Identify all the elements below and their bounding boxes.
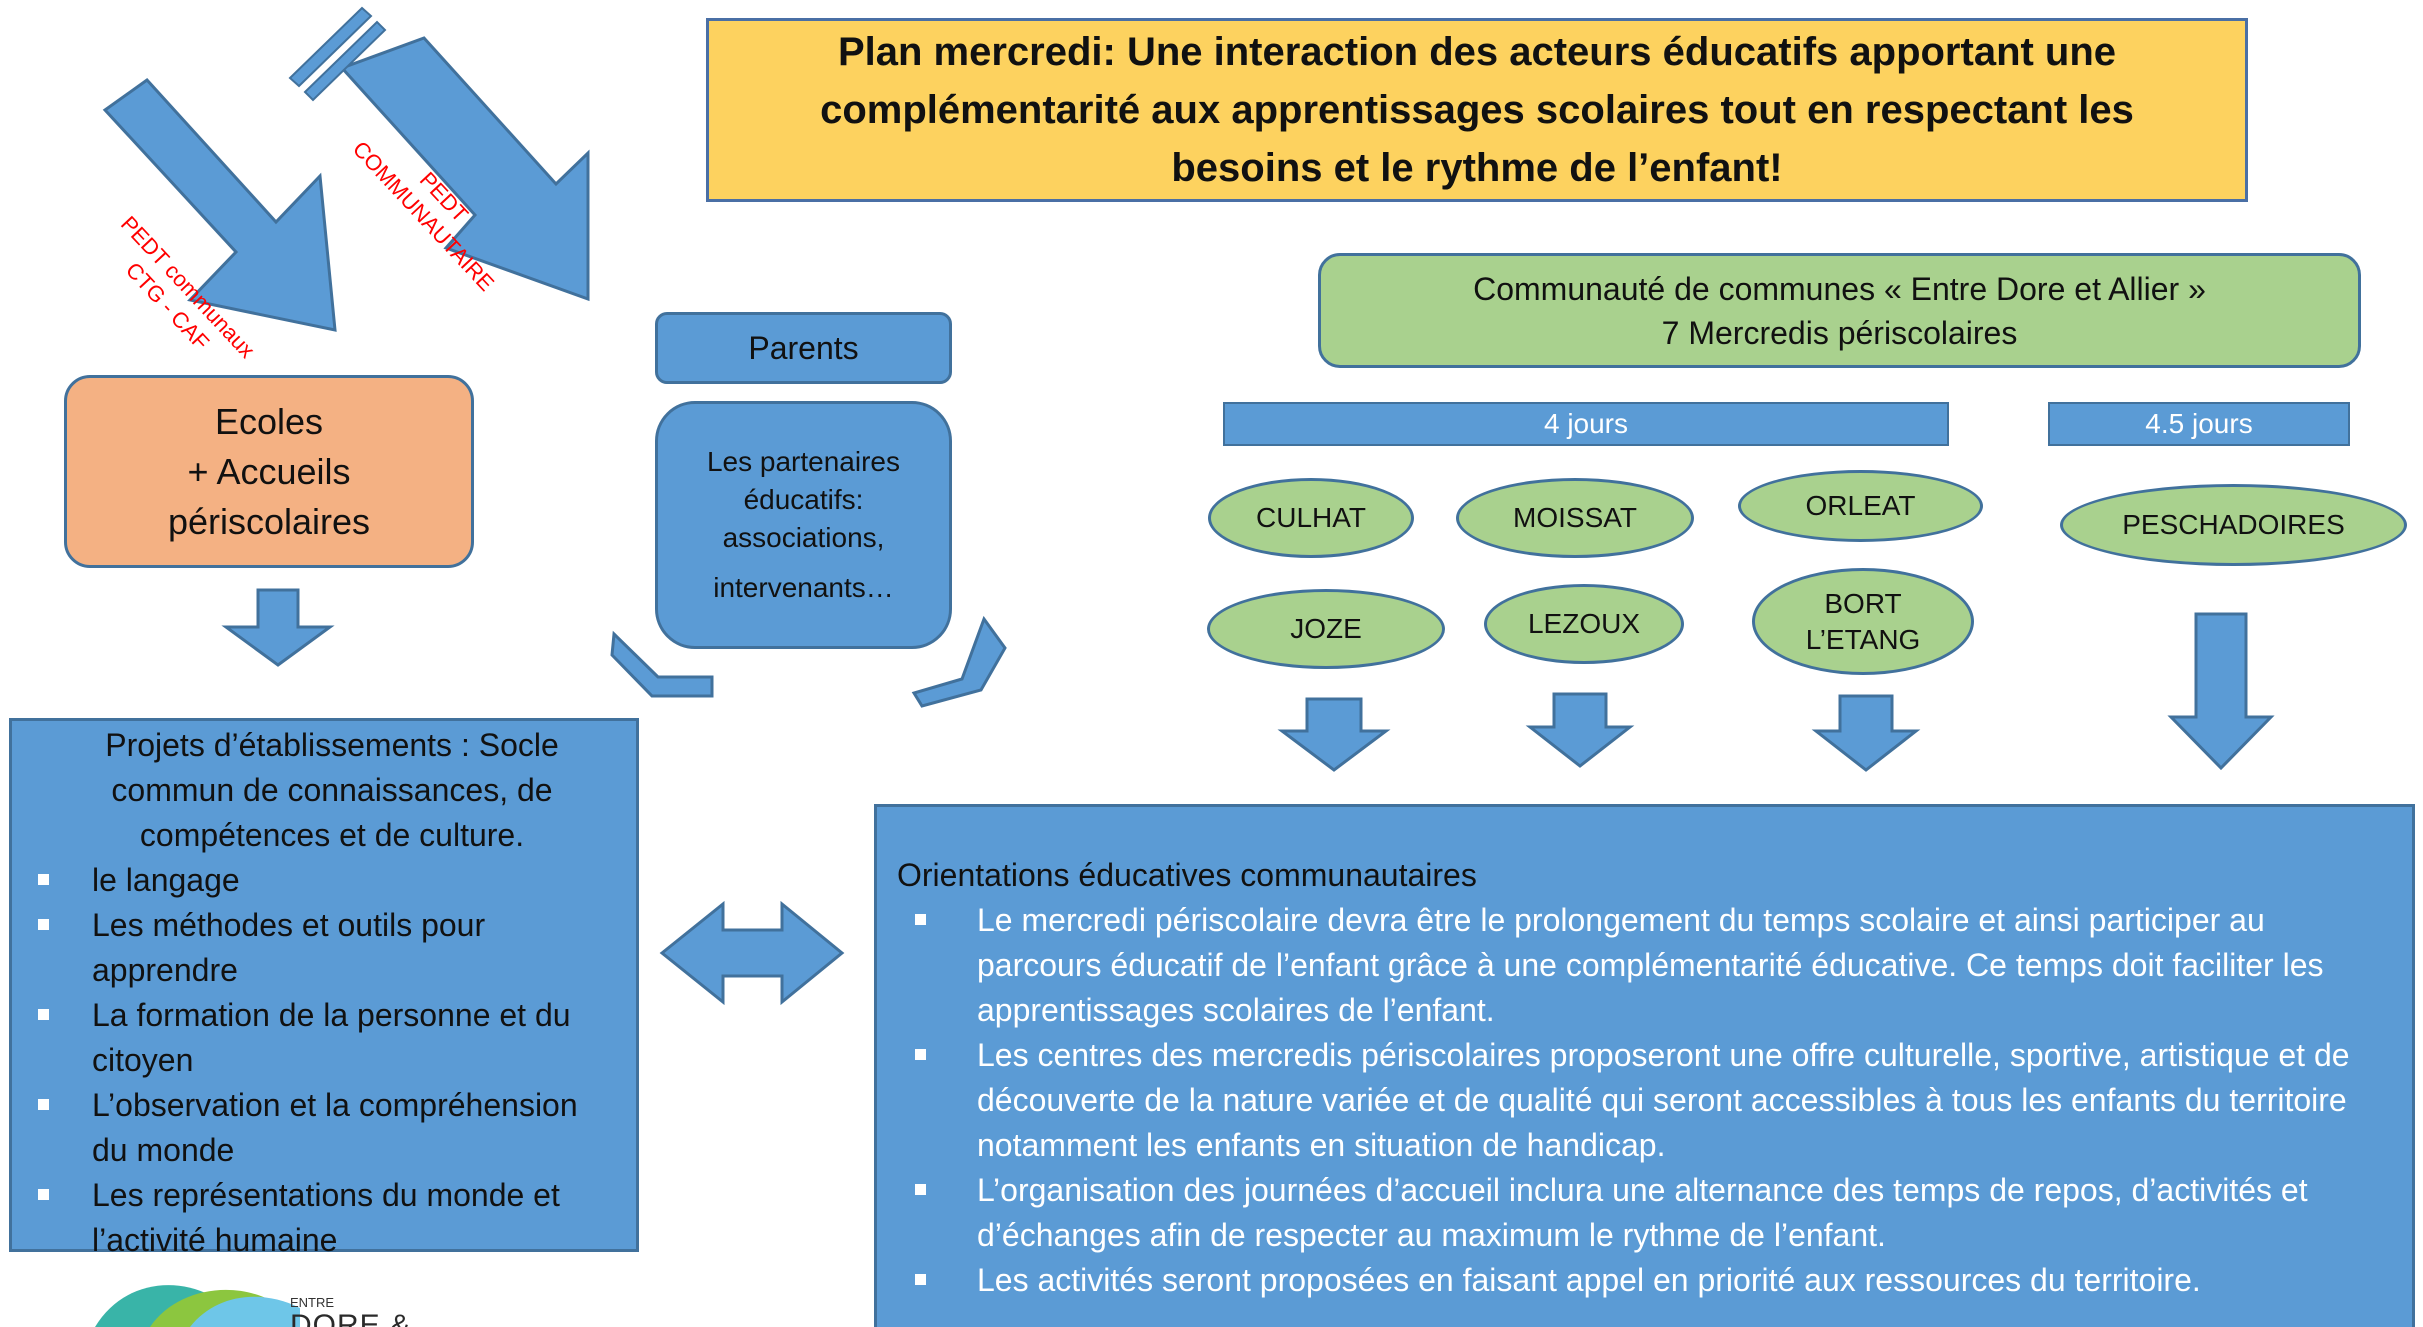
logo-big-text: DORE & ALLIER [290, 1309, 412, 1327]
ecoles-line-1: Ecoles [214, 400, 324, 442]
projets-item: Les méthodes et outils pour apprendre [12, 903, 612, 993]
down-arrow-2 [1525, 692, 1635, 768]
orientations-list: Le mercredi périscolaire devra être le p… [897, 898, 2388, 1303]
orientations-box: Orientations éducatives communautaires L… [874, 804, 2415, 1327]
logo-small-text: ENTRE [290, 1295, 335, 1310]
commune-culhat: CULHAT [1208, 478, 1414, 558]
commune-bort-line1: BORT [1824, 587, 1902, 619]
projets-item: L’observation et la compréhension du mon… [12, 1083, 612, 1173]
title-line-1: Plan mercredi: Une interaction des acteu… [837, 30, 2117, 74]
partners-line-2: éducatifs: [743, 484, 864, 515]
projets-box: Projets d’établissements : Socle commun … [9, 718, 639, 1258]
title-box: Plan mercredi: Une interaction des acteu… [706, 18, 2248, 202]
partners-right-arrow [911, 615, 1007, 708]
double-arrow [659, 900, 845, 1006]
ecoles-line-2: + Accueils [187, 450, 351, 492]
ecoles-down-arrow [221, 588, 335, 667]
orientations-item: Les activités seront proposées en faisan… [897, 1258, 2388, 1303]
commune-lezoux: LEZOUX [1484, 584, 1684, 664]
orientations-item: Le mercredi périscolaire devra être le p… [897, 898, 2388, 1033]
orientations-item: Les centres des mercredis périscolaires … [897, 1033, 2388, 1168]
community-box: Communauté de communes « Entre Dore et A… [1318, 253, 2361, 368]
partners-line-4: intervenants… [713, 572, 894, 603]
partners-left-arrow [610, 630, 714, 698]
commune-lezoux-label: LEZOUX [1527, 608, 1641, 639]
arrow-stripe-2 [303, 20, 387, 102]
projets-item: Les représentations du monde et l’activi… [12, 1173, 612, 1263]
parents-label: Parents [748, 329, 859, 366]
commune-bort-letang: BORT L’ETANG [1752, 568, 1974, 675]
title-line-3: besoins et le rythme de l’enfant! [1171, 146, 1783, 190]
commune-moissat-label: MOISSAT [1513, 502, 1637, 533]
down-arrow-4 [2167, 612, 2275, 771]
down-arrow-1 [1277, 697, 1391, 772]
commune-orleat: ORLEAT [1738, 470, 1983, 542]
logo: ENTRE DORE & ALLIER [80, 1265, 500, 1327]
commune-peschadoires-label: PESCHADOIRES [2122, 509, 2345, 540]
orientations-item: L’organisation des journées d’accueil in… [897, 1168, 2388, 1258]
ecoles-box: Ecoles + Accueils périscolaires [64, 375, 474, 568]
commune-joze: JOZE [1207, 589, 1445, 669]
commune-culhat-label: CULHAT [1256, 502, 1366, 533]
commune-moissat: MOISSAT [1456, 478, 1694, 558]
logo-swoosh [95, 1285, 300, 1327]
projets-title: Projets d’établissements : Socle commun … [105, 727, 559, 853]
title-line-2: complémentarité aux apprentissages scola… [820, 88, 2134, 132]
commune-peschadoires: PESCHADOIRES [2060, 484, 2407, 566]
parents-box: Parents [655, 312, 952, 384]
partners-line-1: Les partenaires [706, 446, 900, 477]
community-line-1: Communauté de communes « Entre Dore et A… [1473, 270, 2206, 307]
four-days-bar: 4 jours [1223, 402, 1949, 446]
ecoles-line-3: périscolaires [167, 500, 371, 542]
commune-orleat-label: ORLEAT [1805, 490, 1916, 521]
commune-bort-line2: L’ETANG [1805, 623, 1921, 655]
four-days-label: 4 jours [1543, 408, 1629, 439]
arrow-stripe-1 [288, 6, 373, 88]
community-line-2: 7 Mercredis périscolaires [1661, 314, 2018, 351]
partners-box: Les partenaires éducatifs: associations,… [655, 401, 952, 649]
projets-list: le langage Les méthodes et outils pour a… [12, 858, 612, 1263]
commune-joze-label: JOZE [1290, 613, 1362, 644]
projets-item: le langage [12, 858, 612, 903]
four-half-days-label: 4.5 jours [2145, 408, 2253, 439]
partners-line-3: associations, [722, 522, 885, 553]
projets-item: La formation de la personne et du citoye… [12, 993, 612, 1083]
orientations-title: Orientations éducatives communautaires [897, 857, 1477, 893]
pedt-communautaire-arrow [339, 36, 590, 302]
down-arrow-3 [1811, 694, 1921, 772]
four-half-days-bar: 4.5 jours [2048, 402, 2350, 446]
pedt-communaux-arrow [102, 78, 337, 332]
